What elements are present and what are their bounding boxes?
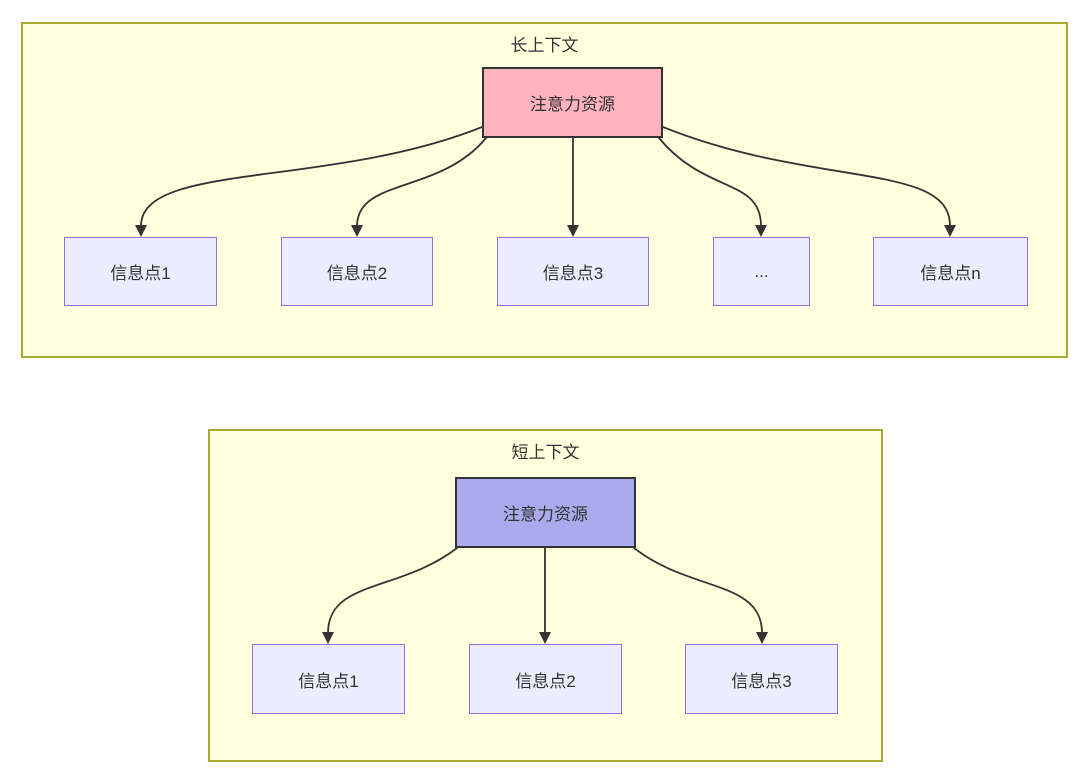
node-info-point-1-long: 信息点1 (64, 237, 217, 306)
node-attention-resource-short: 注意力资源 (455, 477, 636, 548)
node-label: 信息点1 (298, 671, 359, 691)
node-label: 信息点3 (731, 671, 792, 691)
node-info-point-2-short: 信息点2 (469, 644, 622, 714)
node-info-point-2-long: 信息点2 (281, 237, 433, 306)
node-info-point-3-long: 信息点3 (497, 237, 649, 306)
node-label: 注意力资源 (503, 505, 588, 524)
node-label: 信息点n (920, 264, 981, 283)
node-label: 信息点2 (515, 671, 576, 691)
node-ellipsis-long: ... (713, 237, 810, 306)
node-label: 信息点3 (542, 264, 604, 283)
node-label: 信息点2 (326, 264, 388, 283)
node-label: 注意力资源 (530, 95, 615, 114)
node-attention-resource-long: 注意力资源 (482, 67, 663, 138)
node-info-point-3-short: 信息点3 (685, 644, 838, 714)
node-label: ... (754, 261, 769, 281)
node-info-point-1-short: 信息点1 (252, 644, 405, 714)
node-label: 信息点1 (110, 264, 171, 283)
panel-title-long-context: 长上下文 (510, 36, 579, 55)
node-info-point-n-long: 信息点n (873, 237, 1028, 306)
panel-title-short-context: 短上下文 (511, 443, 580, 462)
